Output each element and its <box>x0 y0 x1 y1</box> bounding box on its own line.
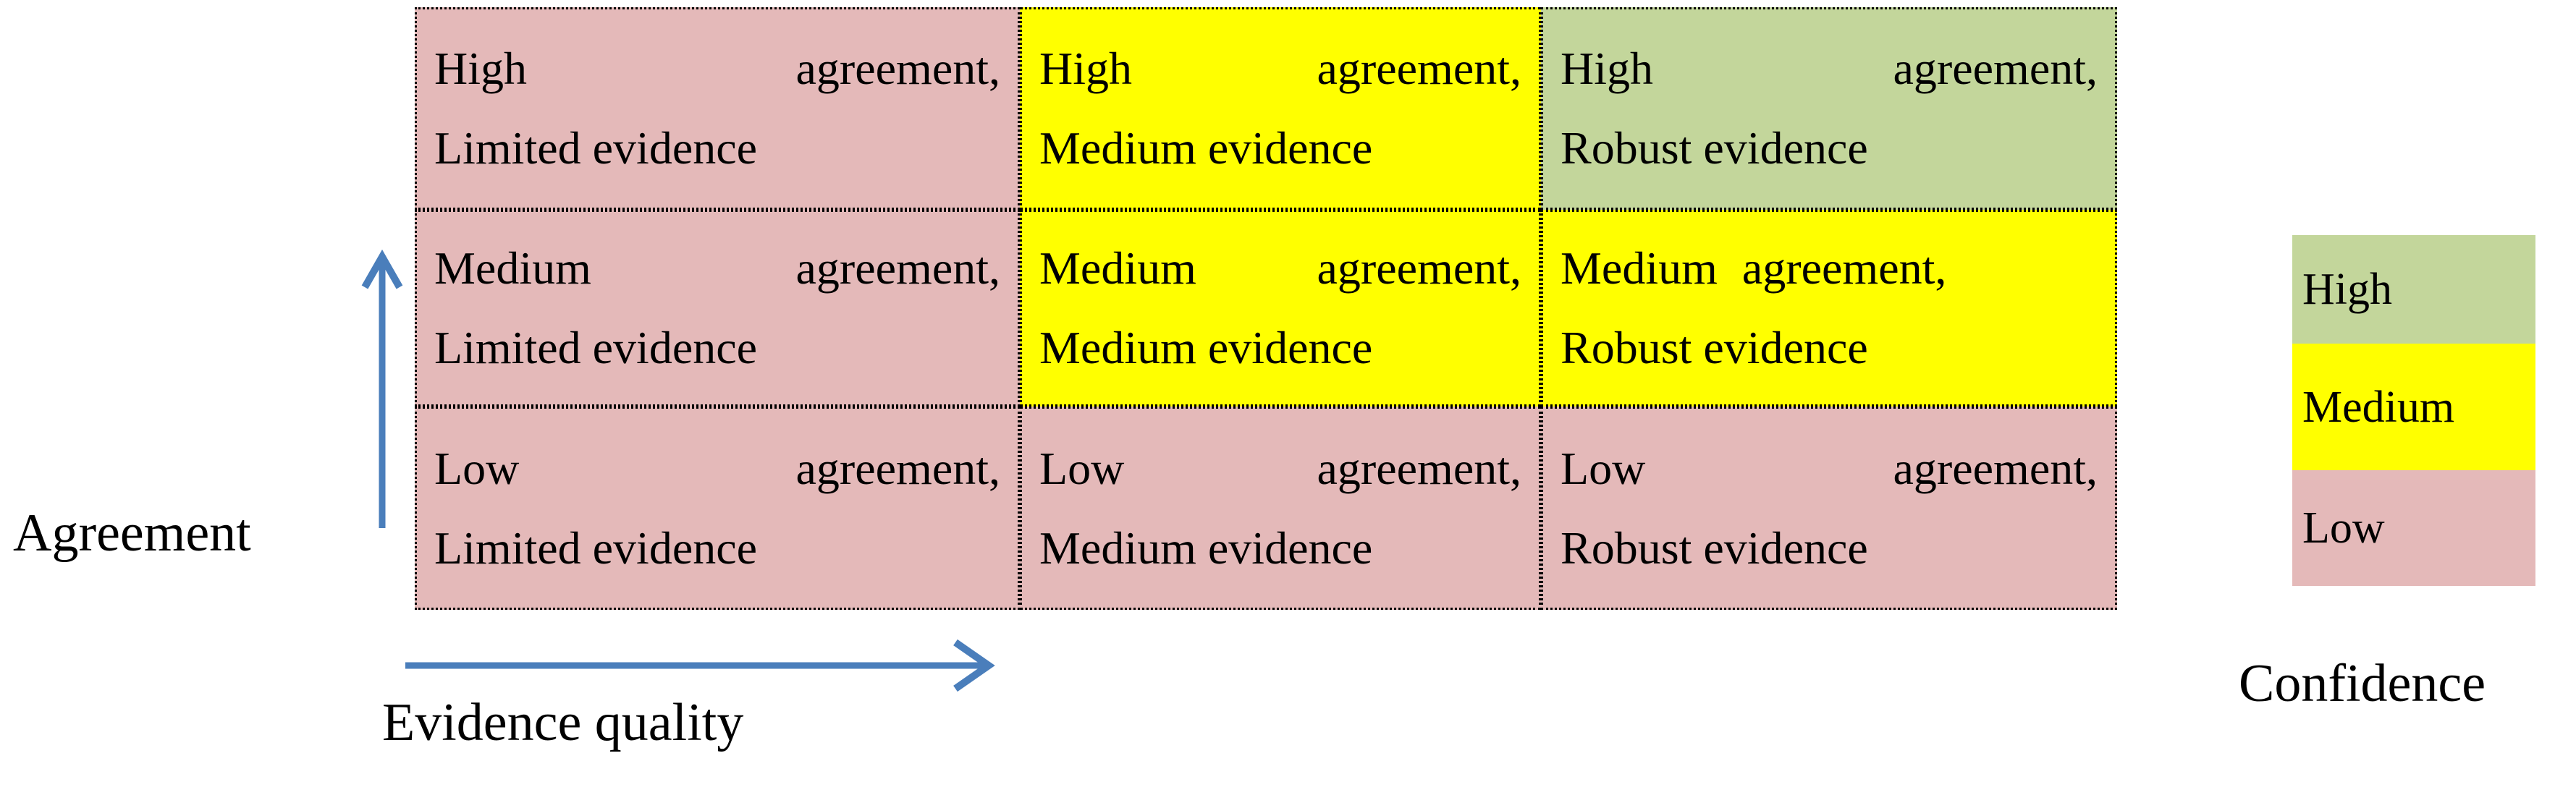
cell-agreement-text: Low <box>434 442 520 494</box>
evidence-quality-axis-label: Evidence quality <box>382 693 744 752</box>
cell-evidence-text: Limited evidence <box>434 522 758 574</box>
cell-agreement-text: High <box>1039 43 1132 95</box>
legend-item-high: High <box>2292 235 2535 344</box>
cell-agreement-suffix: agreement, <box>1893 43 2098 95</box>
cell-agreement-text: Low <box>1561 442 1646 494</box>
confidence-matrix: High agreement, Limited evidence High ag… <box>415 7 2117 610</box>
cell-agreement-text: High <box>1561 43 1653 95</box>
evidence-quality-axis-arrow-icon <box>405 639 995 692</box>
cell-agreement-text: Medium <box>1561 242 1718 294</box>
legend-item-medium: Medium <box>2292 344 2535 470</box>
cell-evidence-text: Limited evidence <box>434 122 758 174</box>
matrix-cell-medium-medium: Medium agreement, Medium evidence <box>1020 210 1541 407</box>
agreement-axis-label: Agreement <box>13 503 251 563</box>
matrix-cell-low-limited: Low agreement, Limited evidence <box>415 407 1020 610</box>
cell-evidence-text: Robust evidence <box>1561 522 1868 574</box>
legend-label-low: Low <box>2302 503 2385 553</box>
cell-agreement-text: Medium <box>1039 242 1196 294</box>
cell-agreement-suffix: agreement, <box>1741 242 1947 294</box>
matrix-cell-medium-limited: Medium agreement, Limited evidence <box>415 210 1020 407</box>
cell-agreement-suffix: agreement, <box>1317 43 1522 95</box>
cell-agreement-text: Low <box>1039 442 1125 494</box>
matrix-cell-low-robust: Low agreement, Robust evidence <box>1541 407 2117 610</box>
cell-line-1: Low agreement, <box>1039 443 1521 495</box>
cell-line-1: High agreement, <box>434 43 1000 95</box>
cell-agreement-suffix: agreement, <box>1317 242 1522 294</box>
confidence-legend-title: Confidence <box>2239 654 2486 713</box>
legend-label-high: High <box>2302 265 2392 314</box>
cell-line-1: Medium agreement, <box>434 242 1000 294</box>
cell-evidence-text: Medium evidence <box>1039 122 1373 174</box>
confidence-legend: High Medium Low <box>2292 235 2535 586</box>
cell-agreement-suffix: agreement, <box>795 442 1001 494</box>
cell-agreement-text: High <box>434 43 527 95</box>
cell-line-1: Medium agreement, <box>1039 242 1521 294</box>
cell-agreement-suffix: agreement, <box>795 242 1001 294</box>
cell-evidence-text: Limited evidence <box>434 322 758 373</box>
cell-line-1: Medium agreement, <box>1561 242 2098 294</box>
matrix-cell-high-limited: High agreement, Limited evidence <box>415 7 1020 210</box>
cell-evidence-text: Medium evidence <box>1039 322 1373 373</box>
cell-evidence-text: Robust evidence <box>1561 122 1868 174</box>
cell-agreement-suffix: agreement, <box>795 43 1001 95</box>
cell-agreement-suffix: agreement, <box>1893 442 2098 494</box>
matrix-cell-high-robust: High agreement, Robust evidence <box>1541 7 2117 210</box>
cell-line-1: High agreement, <box>1561 43 2098 95</box>
matrix-cell-high-medium: High agreement, Medium evidence <box>1020 7 1541 210</box>
cell-agreement-text: Medium <box>434 242 591 294</box>
cell-evidence-text: Medium evidence <box>1039 522 1373 574</box>
agreement-axis-arrow-icon <box>361 250 403 528</box>
cell-evidence-text: Robust evidence <box>1561 322 1868 373</box>
legend-item-low: Low <box>2292 470 2535 586</box>
cell-line-1: Low agreement, <box>434 443 1000 495</box>
cell-line-1: High agreement, <box>1039 43 1521 95</box>
matrix-cell-medium-robust: Medium agreement, Robust evidence <box>1541 210 2117 407</box>
cell-agreement-suffix: agreement, <box>1317 442 1522 494</box>
legend-label-medium: Medium <box>2302 382 2455 432</box>
matrix-cell-low-medium: Low agreement, Medium evidence <box>1020 407 1541 610</box>
cell-line-1: Low agreement, <box>1561 443 2098 495</box>
